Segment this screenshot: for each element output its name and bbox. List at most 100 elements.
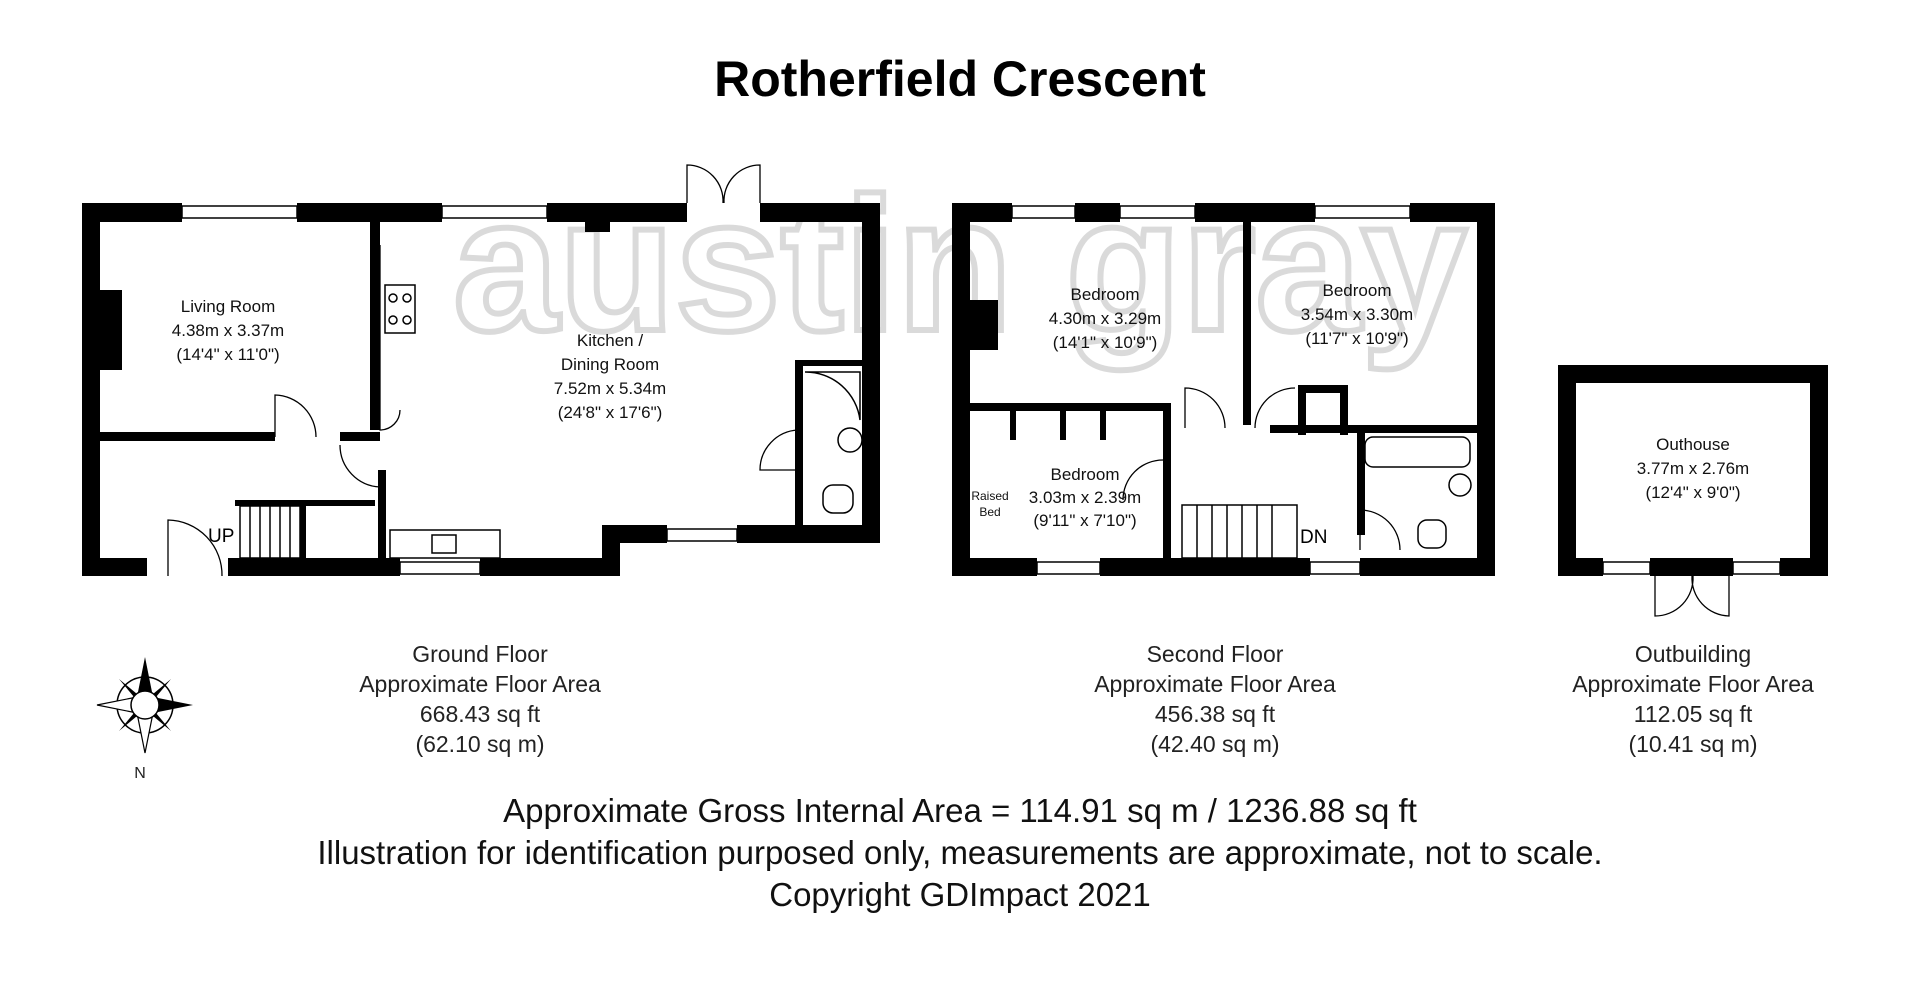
ground-wall-living-bottom <box>100 432 275 441</box>
ground-wall-top-mid2 <box>547 203 687 222</box>
outhouse-metric: 3.77m x 2.76m <box>1637 459 1749 478</box>
second-bed3-door <box>1122 459 1164 501</box>
outhouse-name: Outhouse <box>1656 435 1730 454</box>
second-caption-name: Second Floor <box>1147 641 1284 667</box>
compass-north-label: N <box>134 765 146 782</box>
out-wall-top <box>1558 365 1828 383</box>
second-wall-bath-left <box>1357 425 1365 535</box>
ground-caption-sqft: 668.43 sq ft <box>420 701 541 727</box>
second-stair-label: DN <box>1300 527 1327 548</box>
ground-hall-door <box>339 444 381 488</box>
ground-front-door <box>167 519 223 577</box>
out-wall-bottom-3 <box>1780 558 1828 576</box>
second-wall-top-4 <box>1410 203 1495 222</box>
second-window-1 <box>1011 205 1076 219</box>
ground-shower-tray <box>804 371 861 421</box>
second-bath-door <box>1359 509 1401 551</box>
kitchen-metric: 7.52m x 5.34m <box>554 379 666 398</box>
ground-wall-left <box>82 203 100 576</box>
bedroom2-name: Bedroom <box>1323 281 1392 300</box>
ground-basin <box>837 427 863 453</box>
raised-bed-line1: Raised <box>971 489 1008 503</box>
out-caption-sqm: (10.41 sq m) <box>1628 731 1757 757</box>
second-wardrobe-div-3 <box>1100 405 1106 440</box>
out-wall-right <box>1810 365 1828 576</box>
second-basin <box>1448 473 1472 497</box>
ground-wall-bottom-3 <box>480 558 620 576</box>
ground-sink <box>431 534 457 554</box>
second-floor-plan: DN Bedroom 4.30m x 3.29m (14'1" x 10'9")… <box>952 203 1495 576</box>
second-window-3 <box>1314 205 1411 219</box>
ground-wall-kitchen-left <box>378 470 386 560</box>
gross-area-text: Approximate Gross Internal Area = 114.91… <box>503 792 1417 829</box>
ground-wall-top-left <box>82 203 182 222</box>
second-wall-cupboard <box>1298 385 1348 393</box>
ground-window-2 <box>441 205 548 219</box>
ground-wall-hall <box>340 432 380 441</box>
second-wall-bottom-2 <box>1100 558 1310 576</box>
ground-window-1 <box>181 205 298 219</box>
ground-wall-bottom-2 <box>228 558 400 576</box>
ground-hob <box>384 284 416 334</box>
kitchen-imperial: (24'8" x 17'6") <box>558 403 663 422</box>
second-bed2-door <box>1254 387 1296 429</box>
ground-kitchen-post <box>585 220 610 232</box>
ground-wall-top-right <box>760 203 880 222</box>
second-floor-caption: Second Floor Approximate Floor Area 456.… <box>1094 641 1336 757</box>
second-wall-top-2 <box>1075 203 1120 222</box>
ground-wc <box>822 484 854 514</box>
ground-wall-shower-top <box>795 360 865 366</box>
outbuilding-caption: Outbuilding Approximate Floor Area 112.0… <box>1572 641 1814 757</box>
plan-title: Rotherfield Crescent <box>714 51 1206 107</box>
second-caption-sqm: (42.40 sq m) <box>1150 731 1279 757</box>
ground-wall-right <box>862 203 880 543</box>
out-caption-name: Outbuilding <box>1635 641 1751 667</box>
second-wall-left <box>952 203 970 576</box>
out-caption-sqft: 112.05 sq ft <box>1634 701 1753 727</box>
out-wall-bottom-1 <box>1558 558 1603 576</box>
bedroom2-imperial: (11'7" x 10'9") <box>1305 329 1408 348</box>
ground-shower-door <box>759 429 799 471</box>
second-stairs <box>1181 504 1298 559</box>
ground-wall-under-stair-2 <box>300 500 306 560</box>
disclaimer-text: Illustration for identification purposed… <box>317 834 1602 871</box>
copyright-text: Copyright GDImpact 2021 <box>769 876 1151 913</box>
bedroom1-imperial: (14'1" x 10'9") <box>1053 333 1158 352</box>
second-wall-cupboard-3 <box>1340 385 1348 435</box>
ground-stairs <box>239 505 301 559</box>
ground-wall-bottom-left <box>82 558 147 576</box>
second-window-6 <box>1480 469 1494 506</box>
ground-french-doors <box>686 164 761 204</box>
second-wall-bed3-right <box>1163 403 1171 558</box>
ground-wall-shower <box>795 360 803 530</box>
ground-window-4 <box>666 528 738 542</box>
ground-living-door <box>274 394 317 438</box>
raised-bed-line2: Bed <box>979 505 1000 519</box>
ground-caption-area-label: Approximate Floor Area <box>359 671 601 697</box>
outbuilding-plan: Outhouse 3.77m x 2.76m (12'4" x 9'0") <box>1558 365 1828 617</box>
out-french-doors <box>1654 575 1730 617</box>
ground-wall-top-mid <box>297 203 442 222</box>
second-wall-bed2-left <box>1243 220 1251 425</box>
second-wardrobe-div-1 <box>1010 405 1016 440</box>
second-chimney <box>970 300 998 350</box>
living-room-imperial: (14'4" x 11'0") <box>176 345 279 364</box>
second-wall-cupboard-2 <box>1298 385 1306 435</box>
second-caption-sqft: 456.38 sq ft <box>1155 701 1276 727</box>
bedroom1-metric: 4.30m x 3.29m <box>1049 309 1161 328</box>
bedroom3-imperial: (9'11" x 7'10") <box>1033 511 1136 530</box>
ground-floor-plan: UP Living Room 4.38m x 3.37m (14'4" x 11… <box>82 164 880 577</box>
second-wardrobe-div-2 <box>1060 405 1066 440</box>
out-window-1 <box>1602 561 1651 575</box>
kitchen-name-line2: Dining Room <box>561 355 659 374</box>
bedroom3-name: Bedroom <box>1051 465 1120 484</box>
ground-worktop <box>389 529 501 559</box>
compass-rose-icon <box>96 657 193 754</box>
ground-wall-living-right <box>370 220 380 430</box>
out-wall-bottom-2 <box>1650 558 1733 576</box>
second-wall-bottom-3 <box>1360 558 1495 576</box>
ground-kitchen-door <box>379 245 401 431</box>
second-bath <box>1364 436 1471 468</box>
second-wall-top-3 <box>1195 203 1315 222</box>
